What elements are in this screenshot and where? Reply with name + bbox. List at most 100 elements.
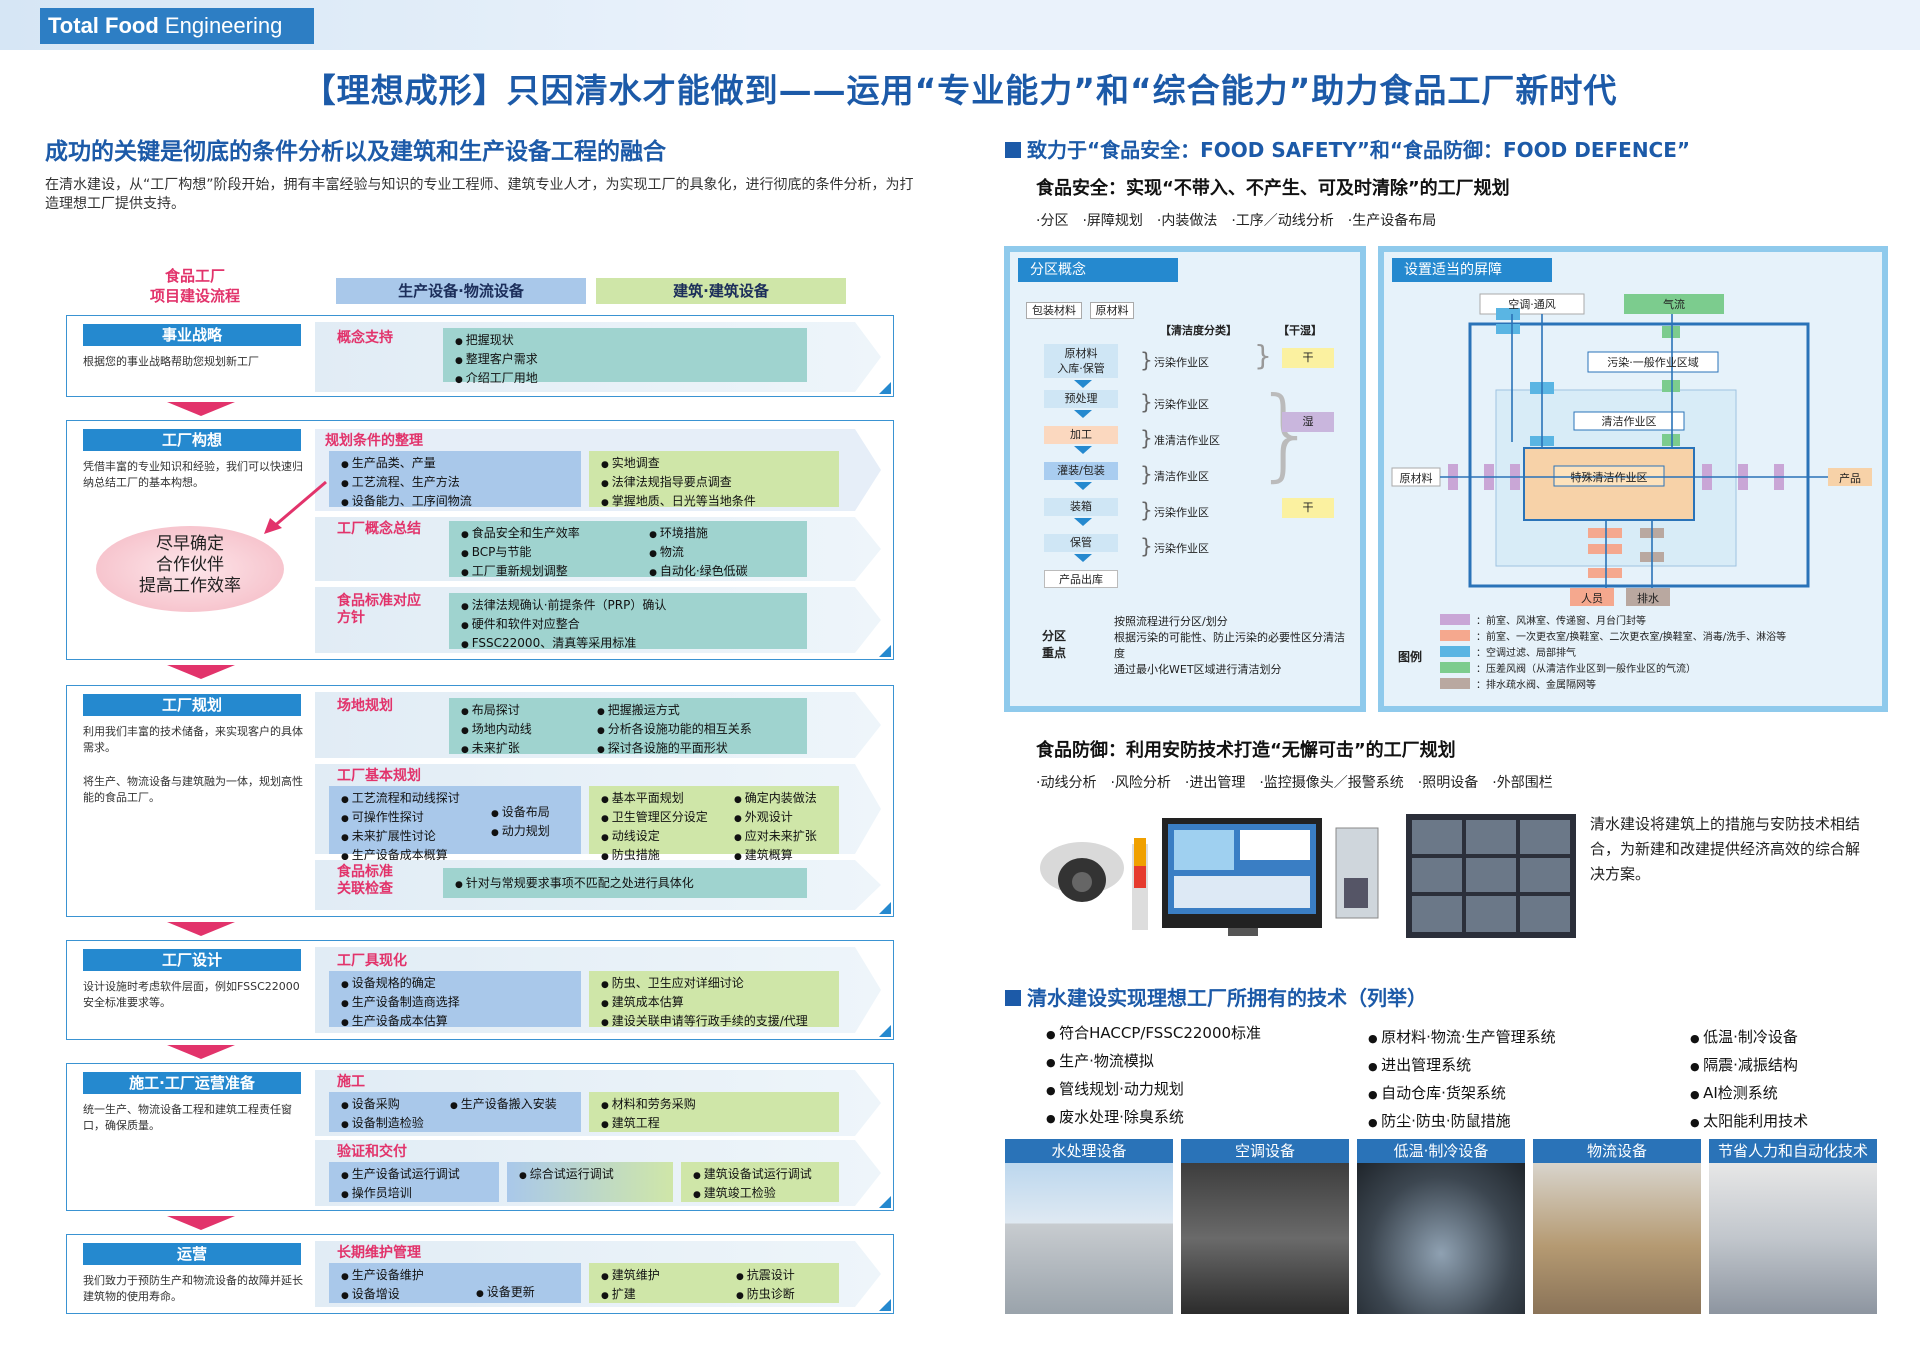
- flow-arrow: [167, 1216, 235, 1230]
- stage-title: 工厂设计: [83, 949, 301, 971]
- row-label: 食品标准对应方针: [337, 593, 421, 626]
- left-subtitle: 成功的关键是彻底的条件分析以及建筑和生产设备工程的融合: [45, 139, 666, 165]
- column-header-building: 建筑·建筑设备: [596, 278, 846, 304]
- left-intro: 在清水建设，从“工厂构想”阶段开始，拥有丰富经验与知识的专业工程师、建筑专业人才…: [45, 177, 914, 212]
- raw-input-label: 原材料: [1399, 472, 1433, 485]
- legend-swatch: [1440, 662, 1470, 673]
- flow-arrow: [167, 402, 235, 416]
- stage-concept: 工厂构想 凭借丰富的专业知识和经验，我们可以快速归纳总结工厂的基本构想。 规划条…: [66, 420, 894, 660]
- barrier-panel: 设置适当的屏障: [1378, 246, 1888, 712]
- tech-list-1: 符合HACCP/FSSC22000标准生产·物流模拟管线规划·动力规划废水处理·…: [1046, 1020, 1261, 1132]
- aircon-label: 空调·通风: [1508, 298, 1556, 311]
- row-label: 规划条件的整理: [325, 433, 423, 449]
- zone-keys: 按照流程进行分区/划分 根据污染的可能性、防止污染的必要性区分清洁度 通过最小化…: [1114, 615, 1345, 676]
- row-items: 针对与常规要求事项不匹配之处进行具体化: [443, 868, 807, 898]
- photo-logistics: 物流设备: [1533, 1139, 1701, 1314]
- stage-title: 施工·工厂运营准备: [83, 1072, 301, 1094]
- stage-desc: 凭借丰富的专业知识和经验，我们可以快速归纳总结工厂的基本构想。: [83, 460, 303, 489]
- step-shipping: 产品出库: [1044, 570, 1118, 588]
- person-label: 人员: [1581, 592, 1603, 605]
- food-safety-tags: ·分区 ·屏障规划 ·内装做法 ·工序／动线分析 ·生产设备布局: [1036, 213, 1437, 229]
- prod-items: 设备规格的确定生产设备制造商选择生产设备成本估算: [329, 971, 581, 1028]
- row-items: 布局探讨场地内动线未来扩张 把握搬运方式分析各设施功能的相互关系探讨各设施的平面…: [449, 698, 807, 755]
- mid-items: 综合试运行调试: [507, 1162, 673, 1202]
- section-tech-title: 清水建设实现理想工厂所拥有的技术（列举）: [1005, 982, 1427, 1011]
- security-equipment-image: [1040, 814, 1576, 938]
- zone-label: 清洁作业区: [1154, 470, 1209, 483]
- legend-swatch: [1440, 630, 1470, 641]
- legend: ：前室、风淋室、传递窗、月台门封等 ：前室、一次更衣室/换鞋室、二次更衣室/换鞋…: [1440, 614, 1876, 694]
- stage-planning: 工厂规划 利用我们丰富的技术储备，来实现客户的具体需求。 将生产、物流设备与建筑…: [66, 685, 894, 917]
- prod-items: 设备采购设备制造检验 生产设备搬入安装: [329, 1092, 581, 1132]
- stage-desc: 根据您的事业战略帮助您规划新工厂: [83, 355, 259, 368]
- build-items: 材料和劳务采购建筑工程: [589, 1092, 839, 1132]
- clean-class-header: 【清洁度分类】: [1160, 324, 1237, 337]
- stage-construction: 施工·工厂运营准备 统一生产、物流设备工程和建筑工程责任窗口，确保质量。 施工 …: [66, 1063, 894, 1211]
- stage-desc: 我们致力于预防生产和物流设备的故障并延长建筑物的使用寿命。: [83, 1274, 303, 1303]
- food-defence-subtitle: 食品防御：利用安防技术打造“无懈可击”的工厂规划: [1036, 740, 1456, 761]
- flow-arrow: [167, 1045, 235, 1059]
- flow-arrow: [167, 922, 235, 936]
- row-items: 食品安全和生产效率BCP与节能工厂重新规划调整 环境措施物流自动化·绿色低碳: [449, 521, 807, 578]
- row-label: 验证和交付: [337, 1144, 407, 1160]
- stage-title: 事业战略: [83, 324, 301, 346]
- square-bullet-icon: [1005, 990, 1021, 1006]
- key-label: 分区重点: [1042, 629, 1067, 660]
- food-defence-text: 清水建设将建筑上的措施与安防技术相结合，为新建和改建提供经济高效的综合解决方案。: [1590, 815, 1861, 883]
- step-boxing: 装箱: [1044, 498, 1118, 516]
- pink-arrow: [264, 480, 327, 534]
- wet-tag: 湿: [1282, 412, 1334, 432]
- stage-title: 运营: [83, 1243, 301, 1265]
- tech-list-2: 原材料·物流·生产管理系统进出管理系统自动仓库·货架系统防尘·防虫·防鼠措施: [1368, 1024, 1556, 1136]
- row-items: 法律法规确认·前提条件（PRP）确认硬件和软件对应整合FSSC22000、清真等…: [449, 593, 807, 650]
- header-bar: [0, 0, 1920, 50]
- zone-label: 准清洁作业区: [1154, 434, 1220, 447]
- legend-swatch: [1440, 678, 1470, 689]
- build-items: 实地调查法律法规指导要点调查掌握地质、日光等当地条件: [589, 451, 839, 508]
- zone-concept-panel: 分区概念 包装材料 原材料 【清洁度分类】 【干湿】 原材料 入库·保管 预处理…: [1004, 246, 1366, 712]
- legend-label: 图例: [1398, 650, 1423, 664]
- zone-special-label: 特殊清洁作业区: [1570, 471, 1648, 484]
- drain-label: 排水: [1637, 592, 1659, 605]
- photo-air-conditioning: 空调设备: [1181, 1139, 1349, 1314]
- dry-tag: 干: [1282, 498, 1334, 518]
- prod-items: 生产设备维护设备增设 设备更新: [329, 1263, 581, 1303]
- prod-items: 工艺流程和动线探讨可操作性探讨未来扩展性讨论生产设备成本概算 设备布局动力规划: [329, 786, 581, 862]
- step-preprocess: 预处理: [1044, 390, 1118, 408]
- build-items: 建筑设备试运行调试建筑竣工检验: [681, 1162, 839, 1202]
- row-items: 把握现状整理客户需求介绍工厂用地: [443, 328, 807, 385]
- section-food-safety-title: 致力于“食品安全：FOOD SAFETY”和“食品防御：FOOD DEFENCE…: [1005, 134, 1690, 163]
- photo-refrigeration: 低温·制冷设备: [1357, 1139, 1525, 1314]
- product-output-label: 产品: [1839, 472, 1861, 485]
- step-intake: 原材料 入库·保管: [1044, 344, 1118, 378]
- stage-desc: 利用我们丰富的技术储备，来实现客户的具体需求。: [83, 725, 303, 754]
- legend-swatch: [1440, 614, 1470, 625]
- tech-list-3: 低温·制冷设备隔震·减振结构AI检测系统太阳能利用技术: [1690, 1024, 1808, 1136]
- panel-title: 分区概念: [1018, 258, 1178, 282]
- row-label: 食品标准关联检查: [337, 864, 393, 897]
- airflow-label: 气流: [1663, 298, 1685, 311]
- photo-water-treatment: 水处理设备: [1005, 1139, 1173, 1314]
- zone-label: 污染作业区: [1154, 506, 1209, 519]
- zone-label: 污染作业区: [1154, 542, 1209, 555]
- step-fill-pack: 灌装/包装: [1044, 462, 1118, 480]
- row-label: 工厂具现化: [337, 953, 407, 969]
- barrier-diagram: [1391, 293, 1872, 606]
- photo-automation: 节省人力和自动化技术: [1709, 1139, 1877, 1314]
- build-items: 建筑维护扩建 抗震设计防虫诊断: [589, 1263, 839, 1303]
- zone-label: 污染作业区: [1154, 356, 1209, 369]
- stage-design: 工厂设计 设计设施时考虑软件层面，例如FSSC22000安全标准要求等。 工厂具…: [66, 940, 894, 1040]
- build-items: 防虫、卫生应对详细讨论建筑成本估算建设关联申请等行政手续的支援/代理: [589, 971, 839, 1028]
- row-label: 概念支持: [337, 330, 393, 346]
- step-storage: 保管: [1044, 534, 1118, 552]
- step-process: 加工: [1044, 426, 1118, 444]
- partner-bubble: 尽早确定合作伙伴提高工作效率: [96, 526, 284, 612]
- square-bullet-icon: [1005, 142, 1021, 158]
- stage-title: 工厂构想: [83, 429, 301, 451]
- food-safety-subtitle: 食品安全：实现“不带入、不产生、可及时清除”的工厂规划: [1036, 178, 1510, 199]
- stage-strategy: 事业战略 根据您的事业战略帮助您规划新工厂 概念支持 把握现状整理客户需求介绍工…: [66, 315, 894, 397]
- row-label: 长期维护管理: [337, 1245, 421, 1261]
- brand-logo: Total Food Engineering: [40, 8, 314, 44]
- stage-title: 工厂规划: [83, 694, 301, 716]
- stage-desc: 统一生产、物流设备工程和建筑工程责任窗口，确保质量。: [83, 1103, 292, 1132]
